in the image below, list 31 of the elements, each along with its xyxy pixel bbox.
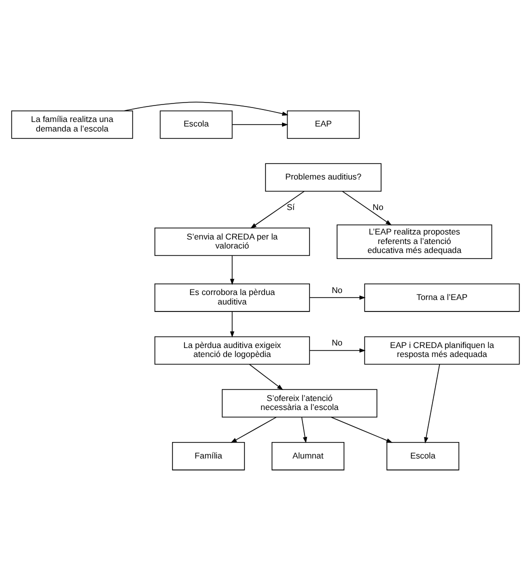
node-box: Escola [386, 442, 460, 470]
arrow [249, 364, 284, 390]
arrow [330, 416, 393, 443]
arrow [232, 122, 288, 127]
node-box: La família realitza una demanda a l’escola [11, 110, 134, 139]
node-box: L’EAP realitza propostes referents a l’atenció educativa més adequada [336, 224, 492, 259]
arrow [424, 364, 440, 444]
edge-label: Sí [286, 202, 295, 212]
node-box: Es corrobora la pèrdua auditiva [154, 283, 310, 312]
arrow [309, 296, 366, 300]
node-box: Família [172, 442, 245, 470]
node-box: S’envia al CREDA per la valoració [154, 228, 310, 256]
arrow [250, 190, 305, 228]
node-box: Alumnat [272, 442, 344, 470]
node-box: La pèrdua auditiva exigeix atenció de logopèdia [154, 336, 310, 365]
arrow [230, 311, 234, 338]
node-box: EAP [286, 110, 360, 139]
arrow [230, 255, 234, 285]
node-box: S’ofereix l’atenció necessària a l’escola [222, 389, 378, 418]
arrow [301, 416, 308, 444]
arrow [230, 416, 277, 443]
node-box: Problemes auditius? [265, 163, 382, 192]
node-box: Escola [160, 110, 233, 139]
node-box: Torna a l’EAP [364, 283, 520, 312]
arrow [342, 190, 392, 226]
node-box: EAP i CREDA planifiquen la resposta més adequada [364, 336, 520, 365]
arrow [309, 348, 366, 353]
edge-label: No [372, 202, 384, 212]
edge-label: No [332, 338, 342, 348]
edge-label: No [332, 284, 342, 295]
arrow [124, 102, 288, 116]
